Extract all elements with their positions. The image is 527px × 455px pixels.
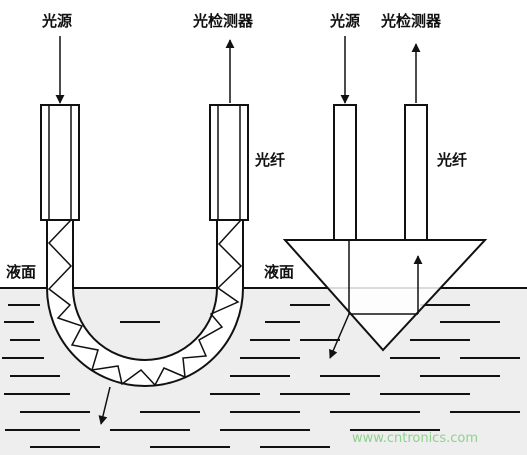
right-output-fiber — [404, 104, 428, 241]
left-output-connector — [209, 104, 249, 221]
right-detector-label: 光检测器 — [381, 12, 442, 30]
left-light-source-label: 光源 — [42, 12, 73, 30]
left-fiber-label: 光纤 — [255, 151, 286, 169]
liquid-body — [0, 288, 527, 455]
left-liquid-surface-label: 液面 — [6, 263, 37, 281]
left-detector-label: 光检测器 — [193, 12, 254, 30]
prism-light-path — [329, 240, 418, 359]
u-fiber-exit-arrow — [98, 386, 111, 425]
right-liquid-surface-label: 液面 — [264, 263, 295, 281]
prism — [282, 239, 488, 352]
right-input-fiber — [333, 104, 357, 241]
u-fiber — [46, 219, 244, 387]
left-input-connector — [40, 104, 80, 221]
u-fiber-light-path — [47, 219, 243, 387]
watermark: www.cntronics.com — [352, 431, 479, 446]
liquid-hatching — [2, 304, 520, 448]
right-light-source-label: 光源 — [330, 12, 361, 30]
right-fiber-label: 光纤 — [437, 151, 468, 169]
